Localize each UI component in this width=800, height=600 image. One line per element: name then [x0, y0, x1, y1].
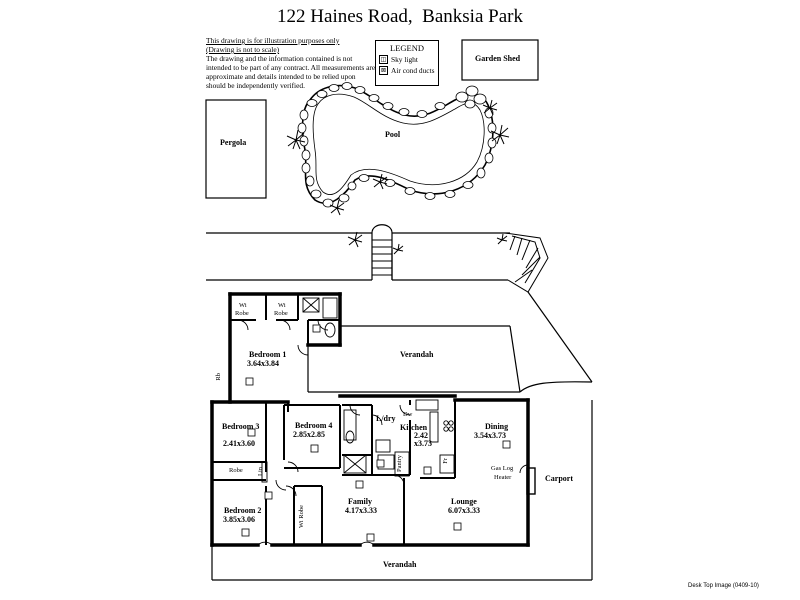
bedroom4-name: Bedroom 4	[295, 421, 333, 430]
skylight-icon: ◫	[379, 55, 388, 64]
legend-item-air-duct: ⊠ Air cond ducts	[379, 66, 438, 75]
legend-item-skylight: ◫ Sky light	[379, 55, 438, 64]
bedroom1-name: Bedroom 1	[249, 350, 287, 359]
air-duct-markers	[241, 377, 511, 542]
skylight-markers	[264, 324, 385, 500]
dishwasher-label: Dw	[403, 411, 413, 418]
kitchen-size-b: x3.73	[414, 439, 432, 448]
wi-robe-left-label-b: Robe	[235, 310, 249, 317]
pantry-label: Pantry	[396, 455, 403, 472]
pergola-outline	[205, 99, 267, 199]
legend-title: LEGEND	[390, 43, 424, 53]
disclaimer: This drawing is for illustration purpose…	[206, 36, 376, 90]
bedroom3-name: Bedroom 3	[222, 422, 260, 431]
bedroom2-name: Bedroom 2	[224, 506, 262, 515]
pool-label: Pool	[385, 130, 401, 139]
garden-shed-outline	[461, 39, 539, 81]
bedroom4-size: 2.85x2.85	[293, 430, 325, 439]
verandah-top-label: Verandah	[400, 350, 434, 359]
page-title: 122 Haines Road, Banksia Park	[277, 6, 523, 27]
bedroom1-size: 3.64x3.84	[247, 359, 279, 368]
disclaimer-body: The drawing and the information containe…	[206, 54, 376, 90]
legend-item-label: Air cond ducts	[391, 66, 435, 75]
bedroom3-size: 2.41x3.60	[223, 439, 255, 448]
bedroom2-size: 3.85x3.06	[223, 515, 255, 524]
legend-box: LEGEND ◫ Sky light ⊠ Air cond ducts	[375, 40, 439, 86]
wi-robe-right-label-b: Robe	[274, 310, 288, 317]
wi-robe-right-label-a: Wi	[278, 302, 286, 309]
robe-label: Robe	[229, 467, 243, 474]
laundry-label: L/dry	[376, 414, 396, 423]
disclaimer-illustration-note: This drawing is for illustration purpose…	[206, 36, 340, 45]
bedroom1-robe-label: Rb	[215, 373, 222, 381]
garden-shed-label: Garden Shed	[475, 54, 521, 63]
linen-label: Lin	[257, 467, 264, 477]
garden-steps	[372, 239, 392, 276]
pool-shape	[297, 82, 497, 208]
verandah-bottom-label: Verandah	[383, 560, 417, 569]
lounge-size: 6.07x3.33	[448, 506, 480, 515]
disclaimer-scale-note: (Drawing is not to scale)	[206, 45, 280, 54]
garden-plants	[286, 99, 510, 255]
air-duct-icon: ⊠	[379, 66, 388, 75]
verandah-outline	[307, 325, 521, 393]
gas-log-label-a: Gas Log	[491, 465, 514, 472]
family-size: 4.17x3.33	[345, 506, 377, 515]
wi-robe-vertical-label: Wi Robe	[298, 505, 305, 529]
fridge-label: Fr	[442, 458, 449, 464]
image-credit: Desk Top Image (0409-10)	[688, 583, 759, 589]
kitchen-size-a: 2.42	[414, 431, 428, 440]
pergola-label: Pergola	[220, 138, 247, 147]
kitchen-name: Kitchen	[400, 423, 428, 432]
carport-label: Carport	[545, 474, 573, 483]
legend-item-label: Sky light	[391, 55, 418, 64]
wi-robe-left-label-a: Wi	[239, 302, 247, 309]
door-swings	[237, 319, 529, 546]
dining-size: 3.54x3.73	[474, 431, 506, 440]
gas-log-label-b: Heater	[494, 474, 512, 481]
curved-steps	[504, 232, 549, 293]
bathroom-fixtures	[261, 297, 536, 495]
family-name: Family	[348, 497, 372, 506]
house-walls	[210, 292, 530, 547]
site-boundary	[211, 291, 593, 581]
retaining-wall	[206, 224, 510, 281]
lounge-name: Lounge	[451, 497, 477, 506]
dining-name: Dining	[485, 422, 509, 431]
